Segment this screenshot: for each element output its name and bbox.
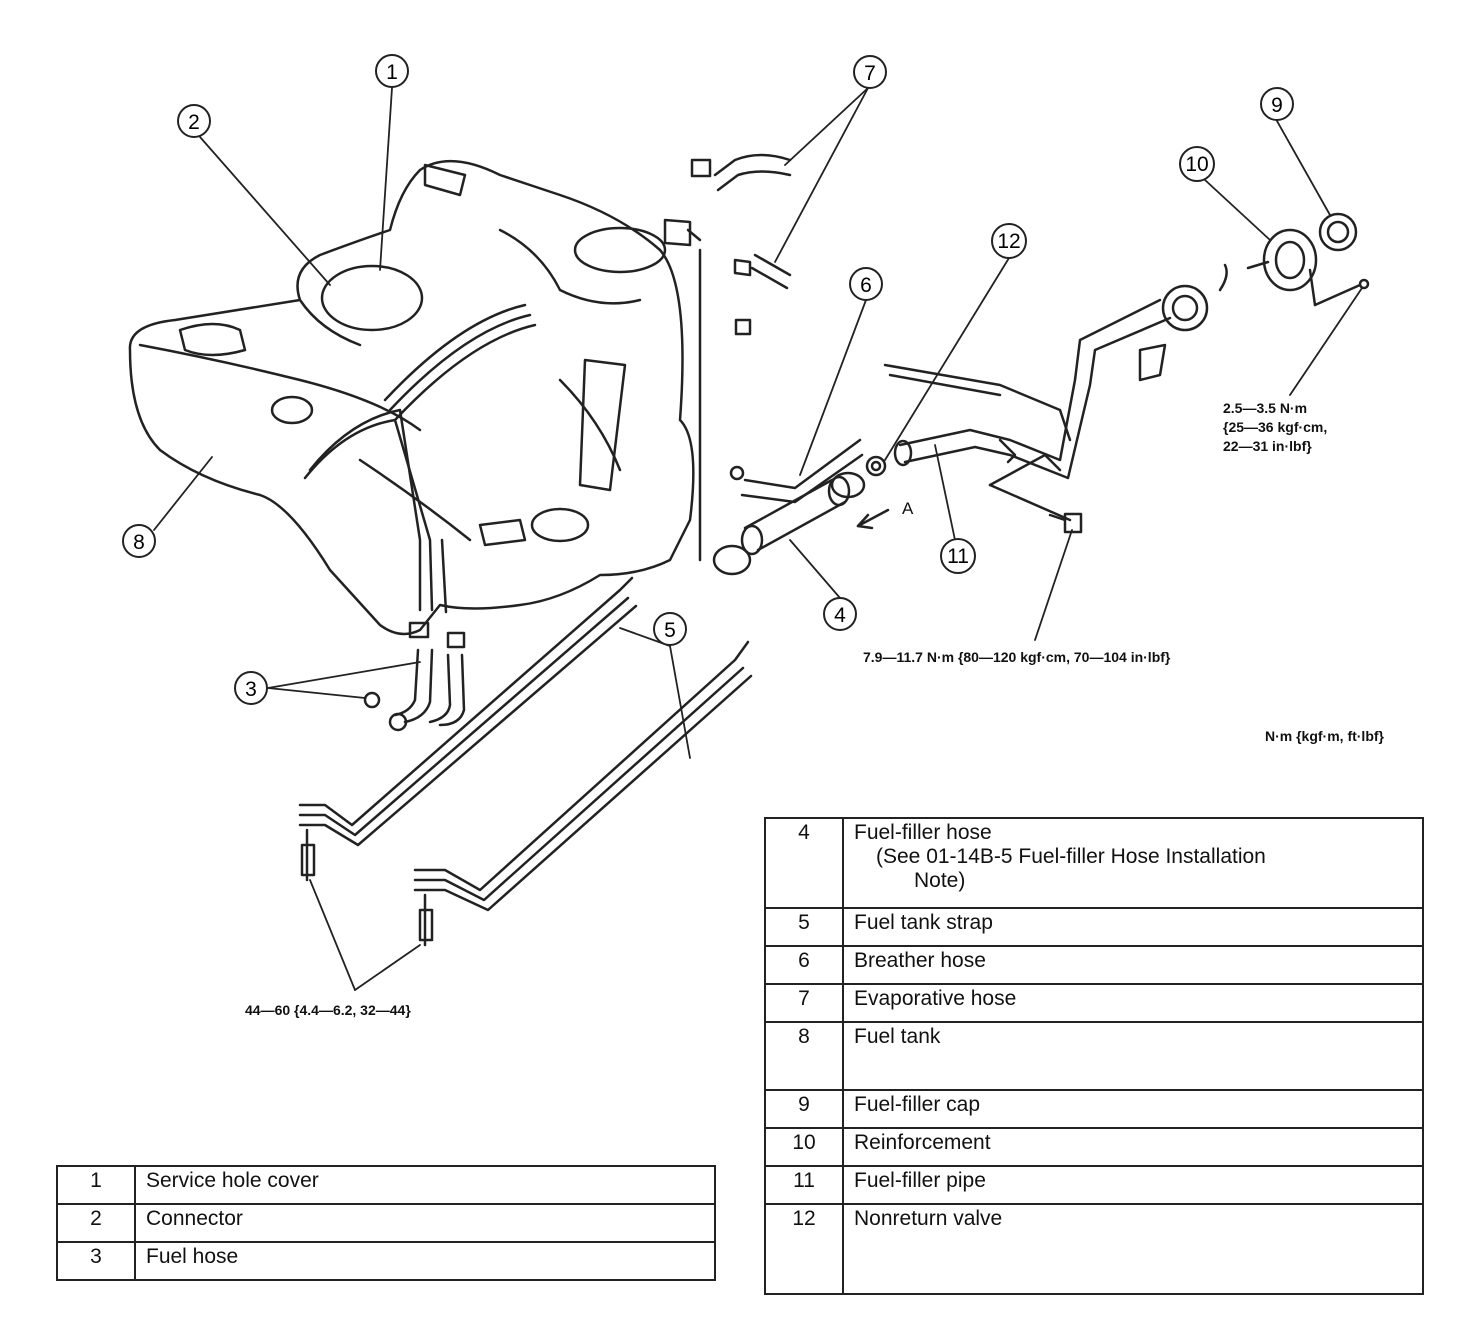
table-row: 8 Fuel tank — [764, 1021, 1424, 1091]
part-note-end: Note) — [914, 869, 966, 892]
table-row: 5 Fuel tank strap — [764, 907, 1424, 947]
fuel-filler-pipe-drawing — [865, 212, 1370, 534]
part-name: Connector — [134, 1203, 716, 1243]
fuel-lines — [303, 228, 642, 614]
callout-number: 4 — [834, 604, 846, 627]
callout-number: 10 — [1185, 153, 1208, 176]
part-name: Fuel hose — [134, 1241, 716, 1281]
part-name: Breather hose — [842, 945, 1424, 985]
part-number: 11 — [764, 1165, 844, 1205]
callout-number: 1 — [386, 61, 398, 84]
callout-number: 5 — [664, 619, 676, 642]
callout-number: 7 — [864, 62, 876, 85]
part-number: 9 — [764, 1089, 844, 1129]
hoses-6-7-drawing — [663, 153, 864, 562]
filler-screw-torque: 2.5—3.5 N·m {25—36 kgf·cm, 22—31 in·lbf} — [1223, 400, 1328, 454]
callout-number: 11 — [947, 545, 969, 568]
strap-bolt-torque: 44—60 {4.4—6.2, 32—44} — [245, 1002, 411, 1018]
filler-bolt-torque: 7.9—11.7 N·m {80—120 kgf·cm, 70—104 in·l… — [863, 649, 1171, 665]
callout-number: 12 — [997, 230, 1020, 253]
callout-8: 8 — [122, 524, 156, 558]
part-number: 2 — [56, 1203, 136, 1243]
table-row: 1 Service hole cover — [56, 1165, 716, 1205]
part-number: 6 — [764, 945, 844, 985]
leader-lines — [153, 87, 1363, 991]
parts-legend-right: 4 Fuel-filler hose (See 01-14B-5 Fuel-fi… — [764, 817, 1424, 1295]
table-row: 10 Reinforcement — [764, 1127, 1424, 1167]
callout-11: 11 — [940, 538, 976, 574]
tank-strap-drawing — [298, 576, 753, 947]
callout-6: 6 — [849, 267, 883, 301]
fuel-filler-hose-drawing — [712, 471, 866, 576]
part-number: 1 — [56, 1165, 136, 1205]
part-note: (See 01-14B-5 Fuel-filler Hose Installat… — [876, 845, 1266, 868]
table-row: 7 Evaporative hose — [764, 983, 1424, 1023]
callout-5: 5 — [653, 612, 687, 646]
table-row: 6 Breather hose — [764, 945, 1424, 985]
part-name: Service hole cover — [134, 1165, 716, 1205]
part-number: 4 — [764, 817, 844, 909]
part-number: 3 — [56, 1241, 136, 1281]
part-number: 5 — [764, 907, 844, 947]
table-row: 4 Fuel-filler hose (See 01-14B-5 Fuel-fi… — [764, 817, 1424, 909]
part-name: Fuel tank strap — [842, 907, 1424, 947]
torque-units-label: N·m {kgf·m, ft·lbf} — [1265, 728, 1384, 744]
parts-legend-left: 1 Service hole cover 2 Connector 3 Fuel … — [56, 1165, 716, 1281]
callout-number: 8 — [133, 531, 145, 554]
table-row: 12 Nonreturn valve — [764, 1203, 1424, 1295]
part-name-cell: Fuel-filler hose (See 01-14B-5 Fuel-fill… — [842, 817, 1424, 909]
callout-2: 2 — [177, 104, 211, 138]
callout-4: 4 — [823, 597, 857, 631]
table-row: 3 Fuel hose — [56, 1241, 716, 1281]
callout-number: 9 — [1271, 94, 1283, 117]
table-row: 9 Fuel-filler cap — [764, 1089, 1424, 1129]
part-name: Nonreturn valve — [842, 1203, 1424, 1295]
callout-number: 3 — [245, 678, 257, 701]
part-number: 10 — [764, 1127, 844, 1167]
part-name: Fuel-filler cap — [842, 1089, 1424, 1129]
part-number: 8 — [764, 1021, 844, 1091]
direction-label: A — [902, 499, 914, 518]
table-row: 2 Connector — [56, 1203, 716, 1243]
callout-7: 7 — [853, 55, 887, 89]
part-number: 12 — [764, 1203, 844, 1295]
callout-number: 2 — [188, 111, 200, 134]
part-name: Fuel-filler hose — [854, 821, 992, 844]
fuel-hose-drawing — [363, 621, 466, 732]
part-name: Fuel-filler pipe — [842, 1165, 1424, 1205]
callout-3: 3 — [234, 671, 268, 705]
table-row: 11 Fuel-filler pipe — [764, 1165, 1424, 1205]
part-name: Fuel tank — [842, 1021, 1424, 1091]
part-number: 7 — [764, 983, 844, 1023]
part-name: Reinforcement — [842, 1127, 1424, 1167]
callout-9: 9 — [1260, 87, 1294, 121]
direction-arrow — [856, 508, 890, 530]
callout-1: 1 — [375, 54, 409, 88]
callout-number: 6 — [860, 274, 872, 297]
part-name: Evaporative hose — [842, 983, 1424, 1023]
callout-12: 12 — [991, 223, 1027, 259]
callout-10: 10 — [1179, 146, 1215, 182]
fuel-tank-drawing — [128, 159, 695, 636]
